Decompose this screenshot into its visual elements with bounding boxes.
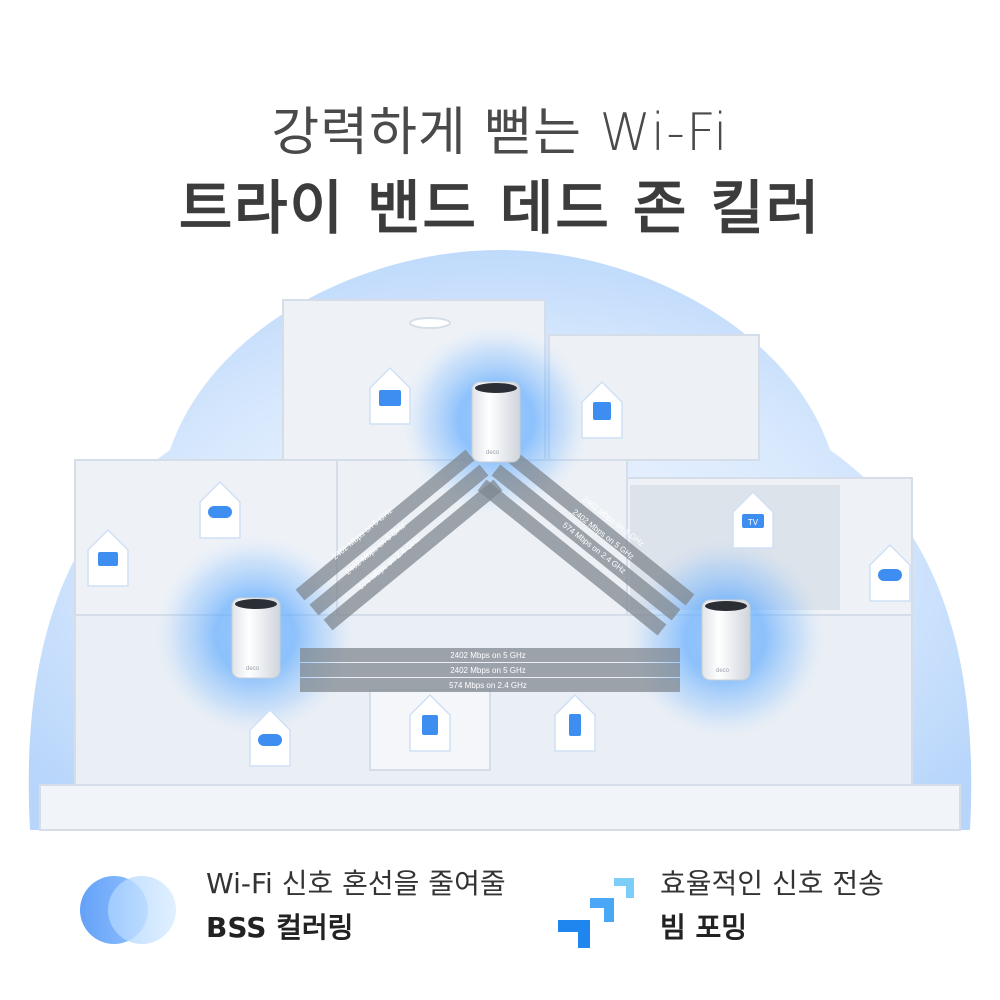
console-pin-icon: [581, 380, 623, 439]
gamepad-pin-icon: [199, 480, 241, 539]
house-cutaway: [39, 299, 961, 831]
headline-line2: 트라이 밴드 데드 존 킬러: [178, 174, 822, 242]
link-bottom: 2402 Mbps on 5 GHz 2402 Mbps on 5 GHz 57…: [300, 648, 680, 692]
headline-line1: 강력하게 뻗는 Wi-Fi: [271, 103, 729, 163]
router-left-brand: deco: [246, 666, 260, 672]
laptop-pin-icon: [87, 528, 129, 587]
overlapping-circles-icon: [80, 876, 176, 944]
tv-label: TV: [748, 518, 759, 527]
router-left: deco: [231, 597, 281, 679]
tv-pin-icon: TV: [732, 490, 774, 549]
tablet-pin-icon: [409, 693, 451, 752]
monitor-pin-icon: [369, 366, 411, 425]
feature-bss-line2: BSS 컬러링: [206, 911, 354, 944]
gamepad-right-pin-icon: [869, 543, 911, 602]
headline: 강력하게 뻗는 Wi-Fi 트라이 밴드 데드 존 킬러: [0, 98, 1000, 248]
beamforming-arrows-icon: [558, 878, 634, 948]
router-right-brand: deco: [716, 668, 730, 674]
feature-beam-line2: 빔 포밍: [660, 911, 748, 944]
feature-beam-line1: 효율적인 신호 전송: [660, 867, 884, 900]
link-bottom-label-2: 2402 Mbps on 5 GHz: [450, 666, 526, 675]
link-bottom-label-3: 574 Mbps on 2.4 GHz: [449, 681, 527, 690]
feature-bss-line1: Wi-Fi 신호 혼선을 줄여줄: [206, 867, 506, 900]
router-right: deco: [701, 599, 751, 681]
phone-pin-icon: [554, 693, 596, 752]
router-top-brand: deco: [486, 450, 500, 456]
router-top: deco: [471, 381, 521, 463]
link-bottom-label-1: 2402 Mbps on 5 GHz: [450, 651, 526, 660]
gamepad-bottom-pin-icon: [249, 708, 291, 767]
